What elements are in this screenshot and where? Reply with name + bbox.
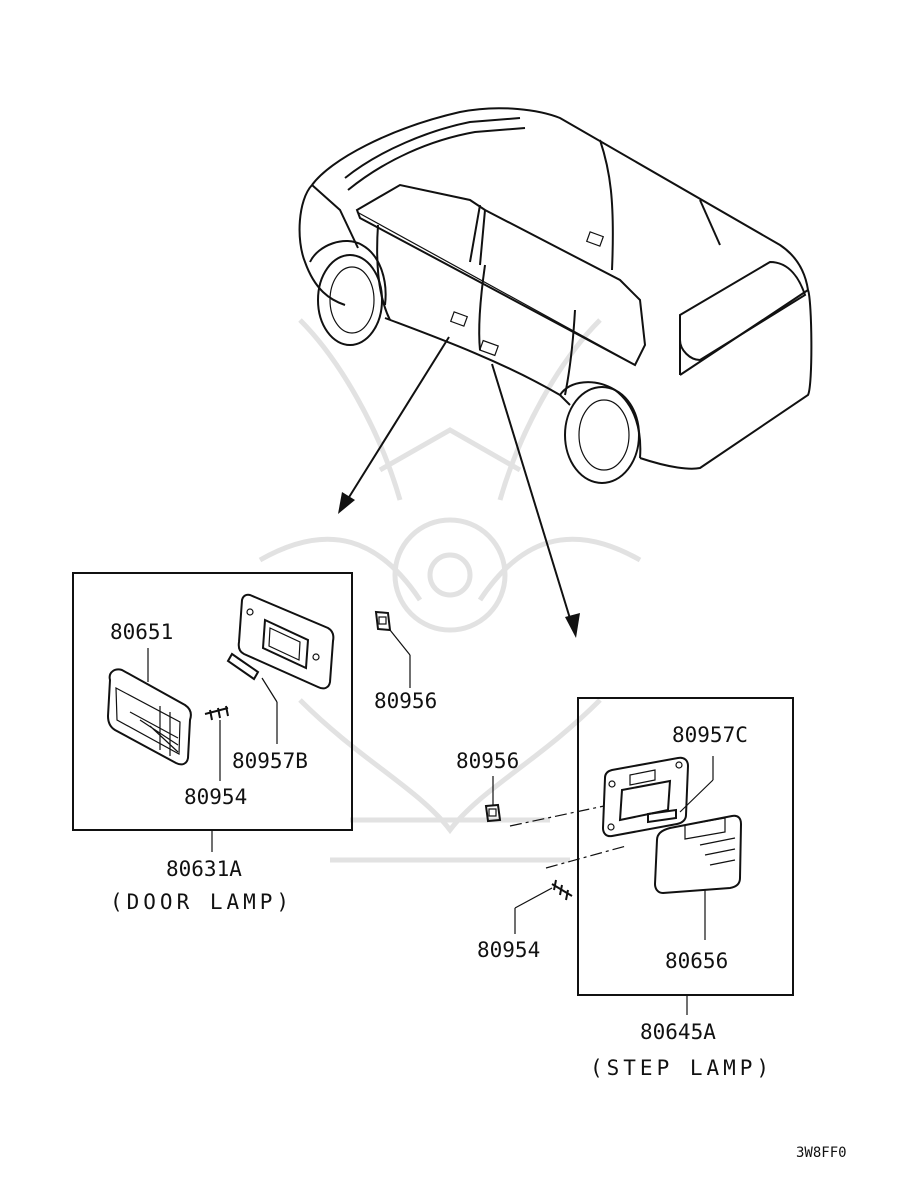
door-clip-80956 bbox=[374, 610, 411, 688]
label-80631a: 80631A bbox=[166, 857, 242, 881]
pointer-arrows bbox=[338, 336, 580, 638]
label-80957c: 80957C bbox=[672, 723, 748, 747]
label-80956-door: 80956 bbox=[374, 689, 437, 713]
caption-door-lamp: (DOOR LAMP) bbox=[110, 890, 293, 914]
step-clip-screw bbox=[484, 776, 573, 934]
label-80954-step: 80954 bbox=[477, 938, 540, 962]
label-80656: 80656 bbox=[665, 949, 728, 973]
step-lamp-box bbox=[577, 697, 794, 996]
label-80651: 80651 bbox=[110, 620, 173, 644]
label-80645a: 80645A bbox=[640, 1020, 716, 1044]
step-lamp-parts bbox=[509, 756, 743, 940]
diagram-code: 3W8FF0 bbox=[796, 1145, 847, 1161]
label-80954-door: 80954 bbox=[184, 785, 247, 809]
watermark-emblem bbox=[258, 318, 642, 863]
door-lamp-parts bbox=[106, 593, 335, 781]
caption-step-lamp: (STEP LAMP) bbox=[590, 1056, 773, 1080]
label-80957b: 80957B bbox=[232, 749, 308, 773]
label-80956-step: 80956 bbox=[456, 749, 519, 773]
vehicle-illustration bbox=[298, 107, 813, 484]
door-lamp-box bbox=[72, 572, 353, 831]
